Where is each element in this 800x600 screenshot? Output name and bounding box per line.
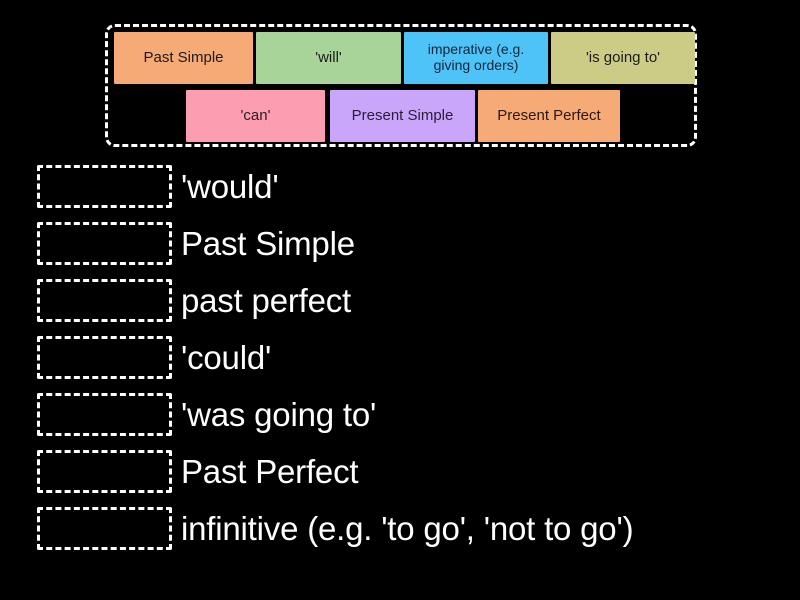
tile-label: 'can' — [240, 106, 271, 124]
tile-present-simple[interactable]: Present Simple — [330, 90, 475, 142]
match-row: 'would' — [0, 165, 800, 208]
tile-is-going-to[interactable]: 'is going to' — [551, 32, 695, 84]
match-row: Past Simple — [0, 222, 800, 265]
tile-label-line-2: giving orders) — [433, 57, 519, 73]
tile-can[interactable]: 'can' — [186, 90, 325, 142]
tile-label: 'is going to' — [585, 48, 661, 66]
drop-zone-past-perfect-lower[interactable] — [37, 279, 172, 322]
tile-label-line-1: imperative (e.g. — [427, 41, 525, 58]
match-label: Past Perfect — [181, 452, 359, 490]
match-row: Past Perfect — [0, 450, 800, 493]
tile-label: Past Simple — [143, 48, 224, 66]
tile-will[interactable]: 'will' — [256, 32, 401, 84]
tile-label-multiline: imperative (e.g. giving orders) — [428, 42, 524, 73]
tile-label: Present Perfect — [497, 106, 601, 124]
match-row: infinitive (e.g. 'to go', 'not to go') — [0, 507, 800, 550]
drop-zone-was-going-to[interactable] — [37, 393, 172, 436]
match-label: 'would' — [181, 167, 279, 205]
match-label: 'was going to' — [181, 395, 377, 433]
tile-bank-row-2: 'can' Present Simple Present Perfect — [108, 90, 694, 142]
drop-zone-could[interactable] — [37, 336, 172, 379]
tile-imperative[interactable]: imperative (e.g. giving orders) — [404, 32, 548, 84]
match-label: infinitive (e.g. 'to go', 'not to go') — [181, 509, 634, 547]
tile-label: Present Simple — [351, 106, 454, 124]
tile-label: 'will' — [315, 48, 342, 66]
match-list: 'would' Past Simple past perfect 'could'… — [0, 165, 800, 575]
drop-zone-past-perfect[interactable] — [37, 450, 172, 493]
match-label: past perfect — [181, 281, 352, 319]
match-row: past perfect — [0, 279, 800, 322]
tile-bank-row-1: Past Simple 'will' imperative (e.g. givi… — [108, 32, 695, 84]
tile-present-perfect[interactable]: Present Perfect — [478, 90, 620, 142]
match-label: Past Simple — [181, 224, 355, 262]
match-row: 'could' — [0, 336, 800, 379]
match-row: 'was going to' — [0, 393, 800, 436]
drop-zone-infinitive[interactable] — [37, 507, 172, 550]
drop-zone-would[interactable] — [37, 165, 172, 208]
drop-zone-past-simple[interactable] — [37, 222, 172, 265]
draggable-tile-bank[interactable]: Past Simple 'will' imperative (e.g. givi… — [105, 24, 697, 147]
tile-past-simple[interactable]: Past Simple — [114, 32, 253, 84]
match-label: 'could' — [181, 338, 272, 376]
